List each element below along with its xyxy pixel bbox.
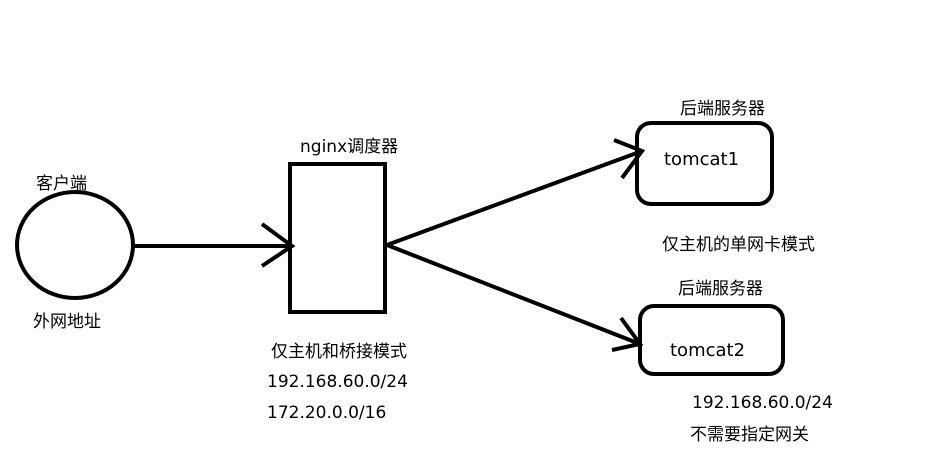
nginx-to-tomcat1-arrow [386,149,643,247]
backend2-note: 不需要指定网关 [690,425,809,445]
backend2-ip: 192.168.60.0/24 [692,393,833,413]
backend1-note: 仅主机的单网卡模式 [662,235,815,255]
tomcat2-node [638,304,785,376]
nginx-to-tomcat2-arrow [386,243,641,346]
nginx-node [288,162,387,314]
tomcat1-node [635,121,774,206]
nginx-to-tomcat1-arrowhead [613,138,646,180]
tomcat2-label: tomcat2 [670,340,746,361]
client-node [15,190,135,300]
nginx-mode: 仅主机和桥接模式 [271,342,407,362]
tomcat1-label: tomcat1 [664,149,740,170]
nginx-ip-external: 172.20.0.0/16 [267,403,387,423]
client-title: 客户端 [36,174,87,194]
client-caption: 外网地址 [33,312,101,332]
nginx-title: nginx调度器 [300,137,399,157]
backend1-title: 后端服务器 [680,99,765,119]
nginx-ip-internal: 192.168.60.0/24 [267,372,408,392]
backend2-title: 后端服务器 [678,279,763,299]
